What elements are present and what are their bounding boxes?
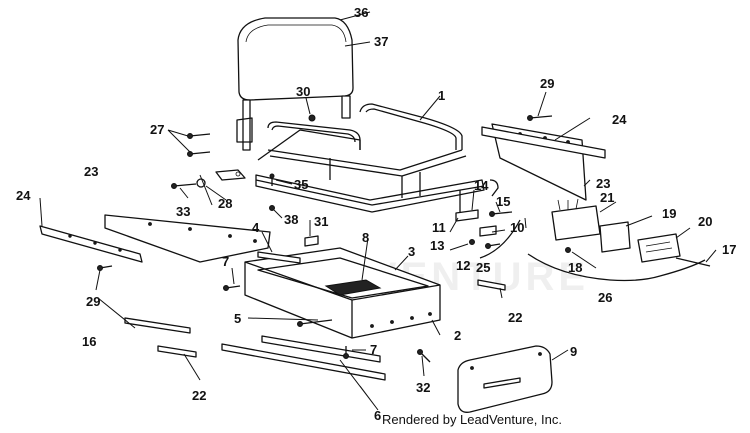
callout-6: 6 xyxy=(374,408,381,423)
callout-30: 30 xyxy=(296,84,310,99)
seat-frame-assembly xyxy=(215,103,499,215)
callout-7a: 7 xyxy=(222,254,229,269)
callout-8: 8 xyxy=(362,230,369,245)
left-bottom-strip xyxy=(124,317,191,334)
callout-36: 36 xyxy=(354,5,368,20)
callout-26: 26 xyxy=(598,290,612,305)
callout-5: 5 xyxy=(234,311,241,326)
bottom-runner-bottom xyxy=(221,343,386,381)
box-ventilation-grille xyxy=(324,279,382,296)
light-bracket xyxy=(551,198,601,241)
left-side-panel xyxy=(104,214,271,263)
tail-light xyxy=(637,233,681,263)
callout-38: 38 xyxy=(284,212,298,227)
callout-9: 9 xyxy=(570,344,577,359)
callout-32: 32 xyxy=(416,380,430,395)
rear-plate xyxy=(457,345,553,413)
callout-37: 37 xyxy=(374,34,388,49)
credit-line: Rendered by LeadVenture, Inc. xyxy=(382,412,562,427)
callout-35: 35 xyxy=(294,177,308,192)
callout-27: 27 xyxy=(150,122,164,137)
group-bracket-26 xyxy=(527,253,706,282)
callout-19: 19 xyxy=(662,206,676,221)
callout-25: 25 xyxy=(476,260,490,275)
callout-17: 17 xyxy=(722,242,736,257)
callout-23b: 23 xyxy=(596,176,610,191)
left-rail xyxy=(39,225,143,263)
callout-29a: 29 xyxy=(86,294,100,309)
callout-22a: 22 xyxy=(192,388,206,403)
right-rail xyxy=(481,126,606,159)
callout-22b: 22 xyxy=(508,310,522,325)
storage-box xyxy=(244,247,441,339)
callout-7b: 7 xyxy=(370,342,377,357)
right-strip xyxy=(477,279,506,291)
callout-20: 20 xyxy=(698,214,712,229)
callout-14: 14 xyxy=(474,178,489,193)
callout-28: 28 xyxy=(218,196,232,211)
callout-4: 4 xyxy=(252,220,260,235)
callout-1: 1 xyxy=(438,88,445,103)
callout-11: 11 xyxy=(432,220,446,235)
leader-lines xyxy=(39,11,717,411)
callout-24a: 24 xyxy=(16,188,31,203)
seat-back-cushion xyxy=(236,17,354,151)
callout-10: 10 xyxy=(510,220,524,235)
callout-18: 18 xyxy=(568,260,582,275)
bottom-runner-top xyxy=(261,335,381,363)
callout-labels: 36 37 1 30 29 24 27 23 23 24 35 33 28 38… xyxy=(16,5,736,423)
callout-13: 13 xyxy=(430,238,444,253)
wire-harness xyxy=(479,219,521,259)
callout-24b: 24 xyxy=(612,112,627,127)
hardware xyxy=(97,114,571,363)
callout-23a: 23 xyxy=(84,164,98,179)
callout-3: 3 xyxy=(408,244,415,259)
callout-29b: 29 xyxy=(540,76,554,91)
callout-21: 21 xyxy=(600,190,614,205)
callout-12: 12 xyxy=(456,258,470,273)
callout-2: 2 xyxy=(454,328,461,343)
lens xyxy=(599,221,631,253)
front-strip xyxy=(257,251,301,264)
callout-15: 15 xyxy=(496,194,510,209)
light-screw xyxy=(675,257,711,267)
callout-31: 31 xyxy=(314,214,328,229)
left-lower-strip xyxy=(157,345,197,358)
callout-33: 33 xyxy=(176,204,190,219)
callout-16: 16 xyxy=(82,334,96,349)
